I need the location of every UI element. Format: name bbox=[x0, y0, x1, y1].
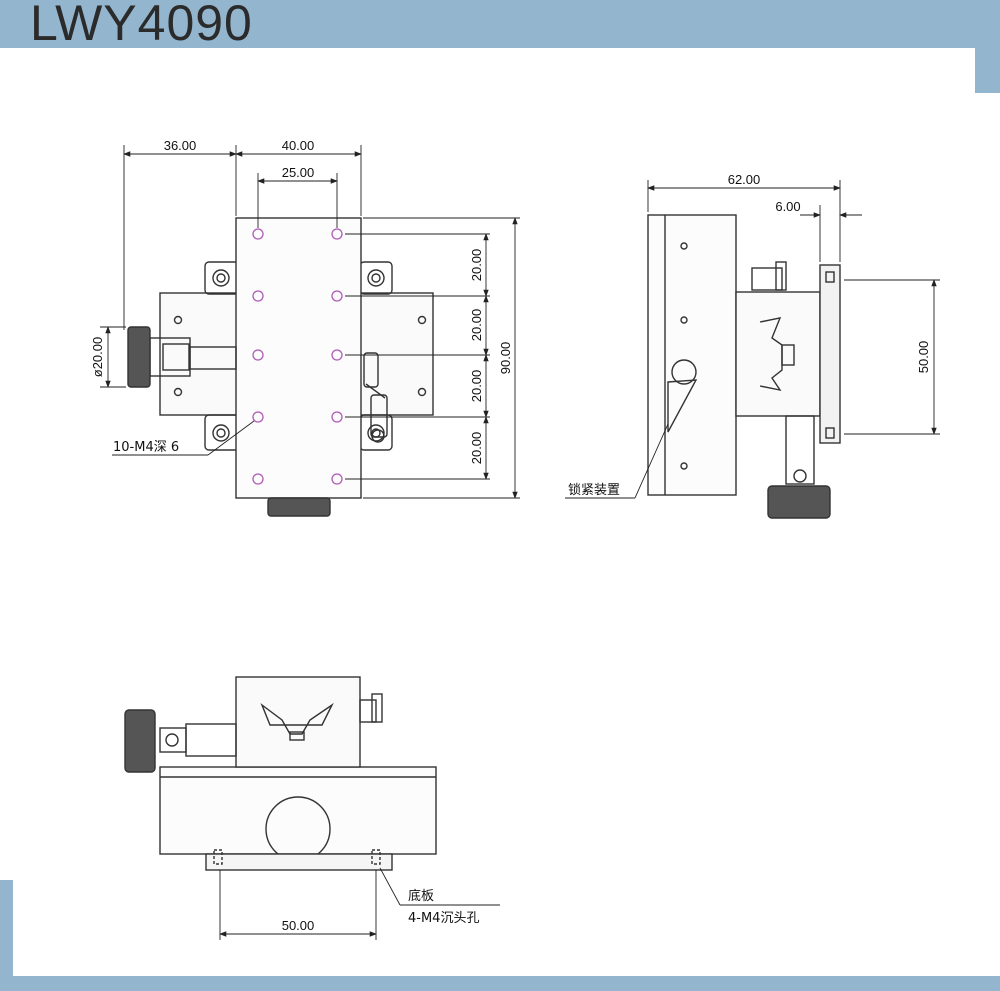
front-carriage bbox=[235, 676, 361, 768]
m4-holes bbox=[252, 228, 343, 485]
page-title: LWY4090 bbox=[30, 0, 253, 51]
dim-pitch-1: 20.00 bbox=[469, 249, 484, 282]
front-view bbox=[124, 676, 437, 871]
dim-top-inner: 25.00 bbox=[282, 165, 315, 180]
note-plate: 底板 bbox=[408, 888, 434, 904]
shaft bbox=[189, 346, 237, 370]
dim-front-base: 50.00 bbox=[282, 918, 315, 933]
note-holes-top: 10-M4深 6 bbox=[113, 440, 179, 455]
lug-top-right bbox=[359, 261, 393, 295]
dim-top-left: 36.00 bbox=[164, 138, 197, 153]
footer-band-tab bbox=[0, 880, 13, 991]
side-knob bbox=[767, 485, 831, 519]
side-plate bbox=[647, 214, 737, 496]
header-band-tab bbox=[975, 0, 1000, 93]
knob-bottom bbox=[267, 497, 331, 517]
dim-pitch-2: 20.00 bbox=[469, 309, 484, 342]
side-base bbox=[819, 264, 841, 444]
dim-side-height: 50.00 bbox=[916, 341, 931, 374]
front-shaft bbox=[185, 723, 237, 757]
dim-top-outer: 40.00 bbox=[282, 138, 315, 153]
lug-top-left bbox=[204, 261, 240, 295]
top-view bbox=[127, 217, 434, 517]
front-body bbox=[159, 766, 437, 855]
footer-band bbox=[0, 976, 1000, 991]
knob-left bbox=[127, 326, 151, 388]
front-knob bbox=[124, 709, 156, 773]
dim-side-offset: 6.00 bbox=[775, 199, 800, 214]
note-lock: 锁紧装置 bbox=[568, 482, 620, 498]
side-carriage bbox=[735, 291, 821, 417]
header-band bbox=[0, 0, 1000, 48]
dim-pitch-3: 20.00 bbox=[469, 370, 484, 403]
side-view bbox=[647, 214, 841, 519]
dim-pitch-4: 20.00 bbox=[469, 432, 484, 465]
front-base-plate bbox=[205, 853, 393, 871]
dim-knob-dia: ø20.00 bbox=[90, 337, 105, 377]
dim-overall: 90.00 bbox=[498, 342, 513, 375]
dim-side-width: 62.00 bbox=[728, 172, 761, 187]
note-countersunk: 4-M4沉头孔 bbox=[408, 911, 479, 926]
